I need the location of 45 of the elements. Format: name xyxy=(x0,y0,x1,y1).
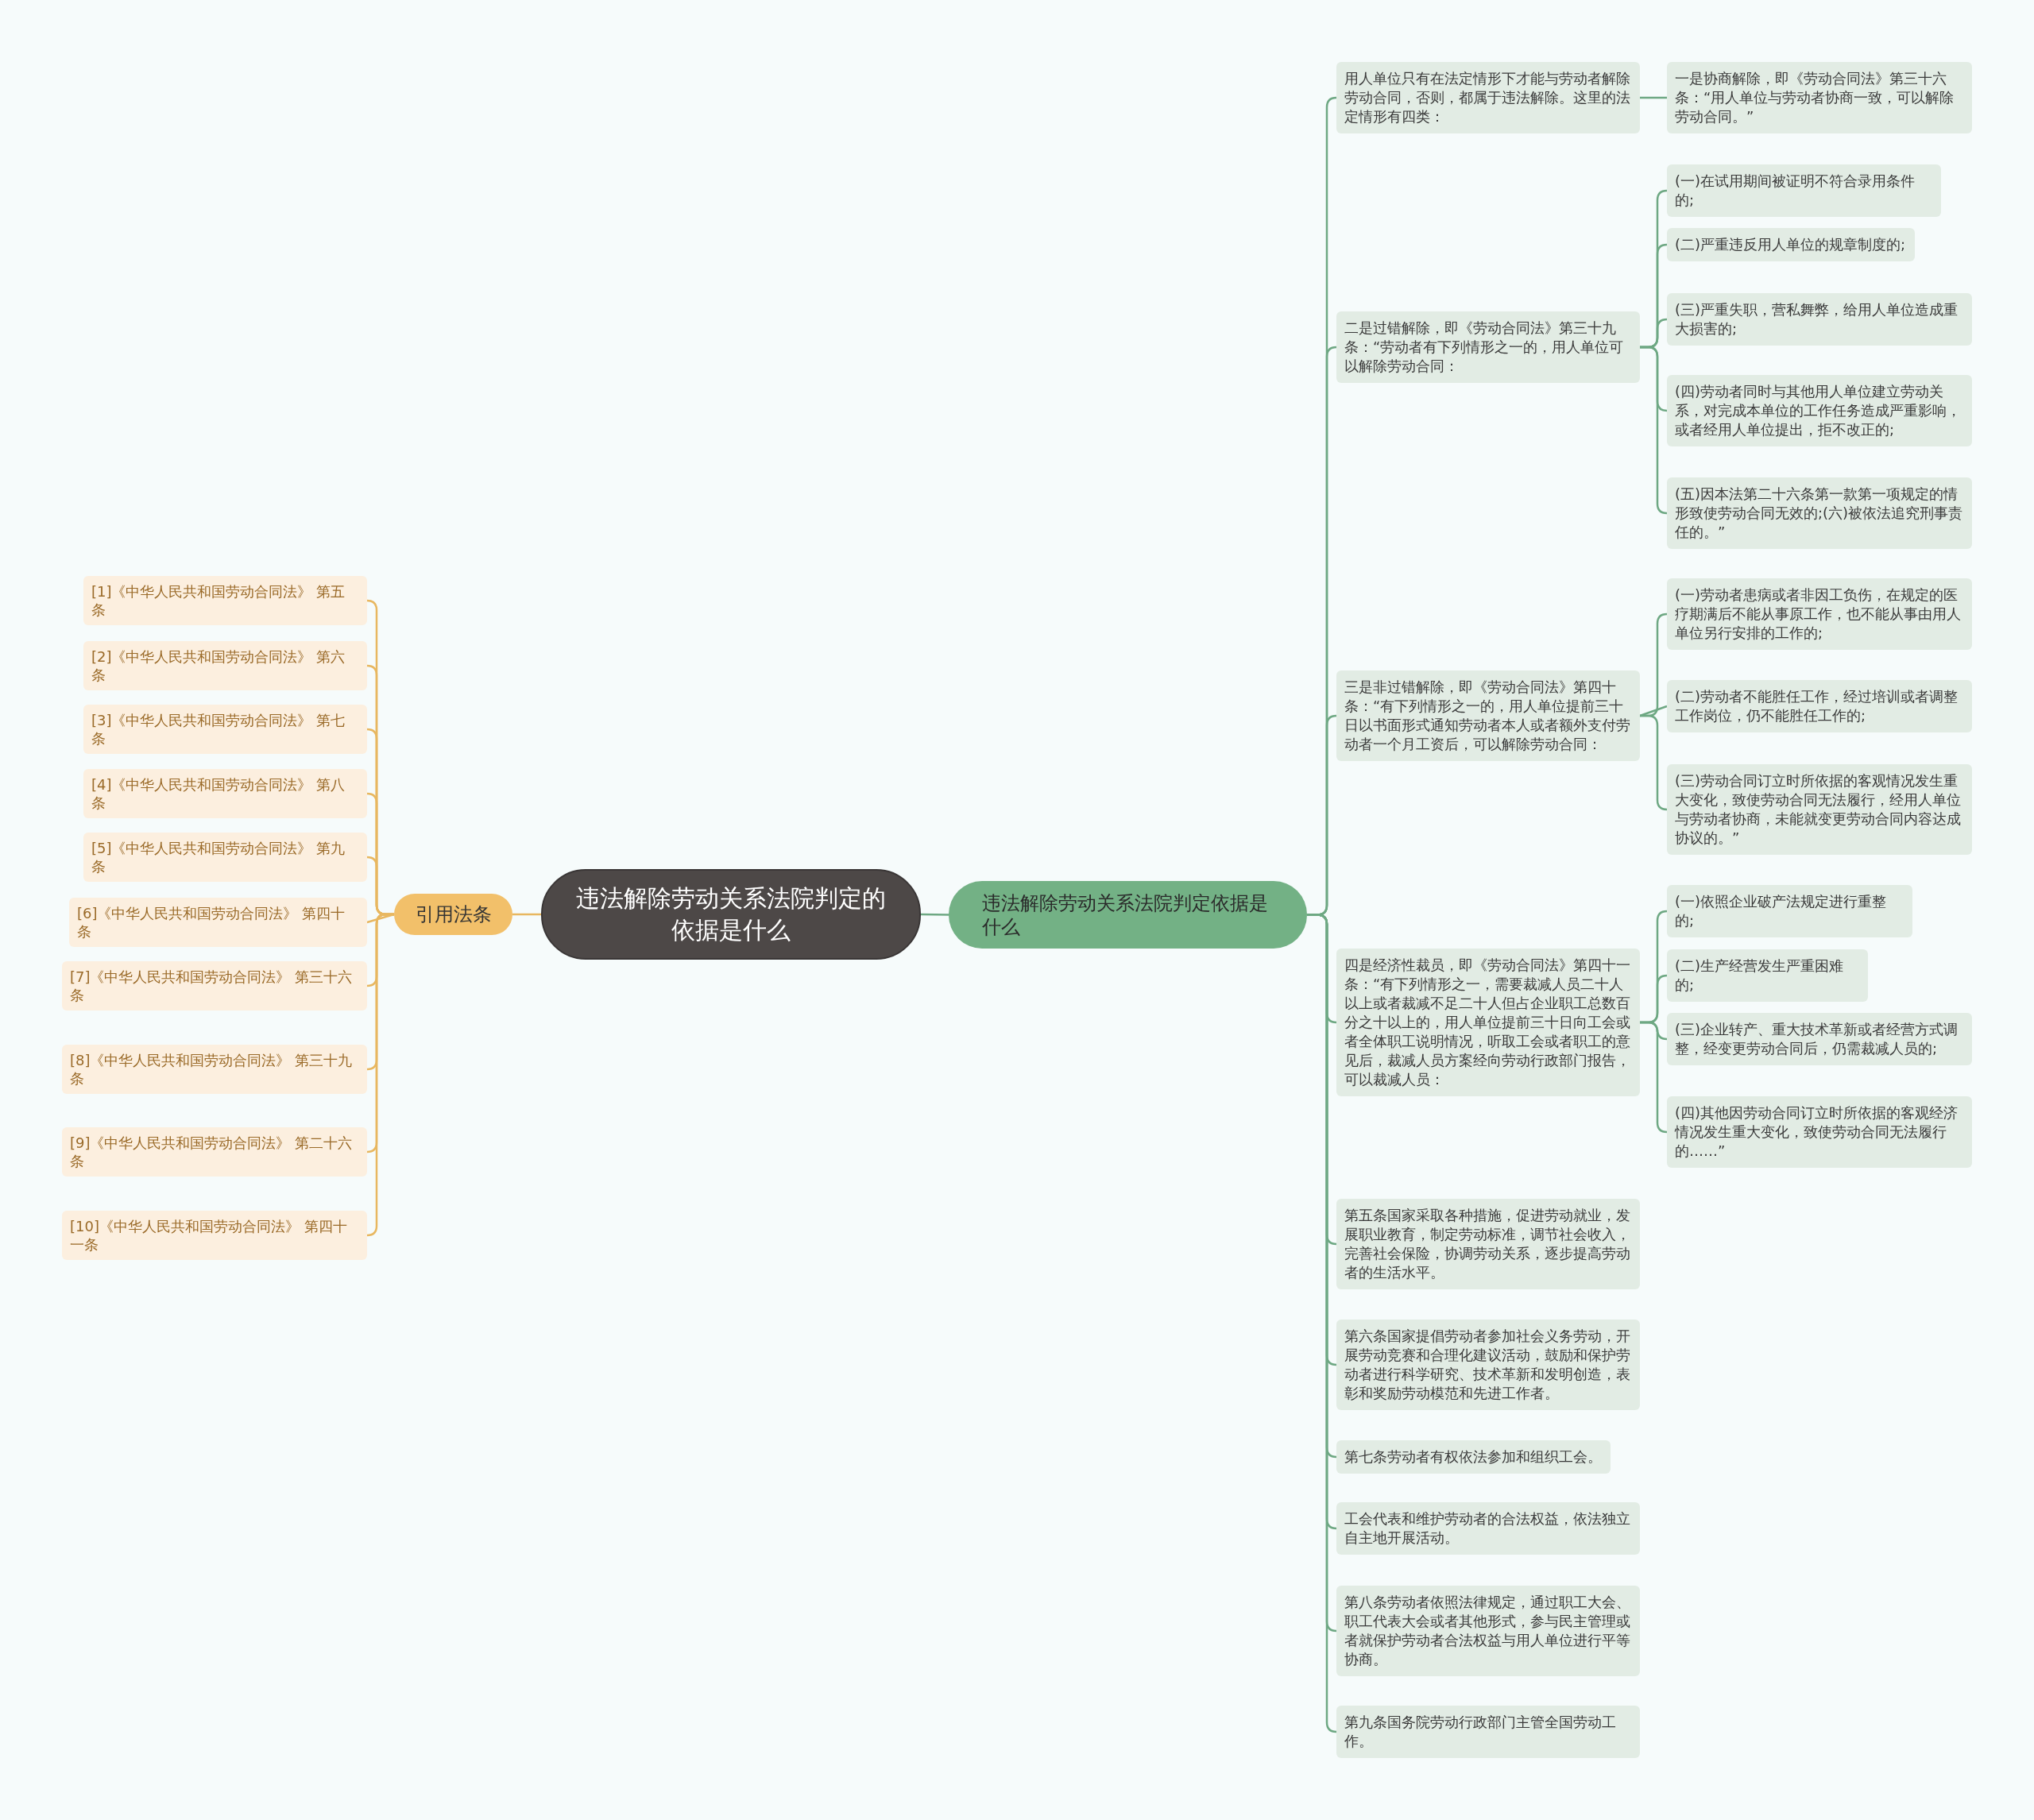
subtopic-node: (五)因本法第二十六条第一款第一项规定的情形致使劳动合同无效的;(六)被依法追究刑事责任的。” xyxy=(1667,477,1972,549)
subtopic-node: (四)劳动者同时与其他用人单位建立劳动关系，对完成本单位的工作任务造成严重影响，或者经用人单位提出，拒不改正的; xyxy=(1667,375,1972,446)
subtopic-node: 第七条劳动者有权依法参加和组织工会。 xyxy=(1336,1440,1611,1474)
subtopic-node: 第八条劳动者依照法律规定，通过职工大会、职工代表大会或者其他形式，参与民主管理或者就保护劳动者合法权益与用人单位进行平等协商。 xyxy=(1336,1586,1640,1676)
connector-line xyxy=(1640,714,1669,811)
subtopic-node: [7]《中华人民共和国劳动合同法》 第三十六条 xyxy=(62,961,367,1010)
subtopic-node: 四是经济性裁员，即《劳动合同法》第四十一条：“有下列情形之一，需要裁减人员二十人以上或者裁减不足二十人但占企业职工总数百分之十以上的，用人单位提前三十日向工会或者全体职工说明情况，听取工会或者职工的意见后，裁减人员方案经向劳动行政部门报告，可以裁减人员： xyxy=(1336,949,1640,1096)
subtopic-node: [3]《中华人民共和国劳动合同法》 第七条 xyxy=(83,705,367,754)
subtopic-node: (二)生产经营发生严重困难的; xyxy=(1667,949,1868,1002)
connector-line xyxy=(1640,346,1669,515)
subtopic-node: 工会代表和维护劳动者的合法权益，依法独立自主地开展活动。 xyxy=(1336,1502,1640,1555)
connector-line xyxy=(1640,1021,1669,1134)
subtopic-node: (三)企业转产、重大技术革新或者经营方式调整，经变更劳动合同后，仍需裁减人员的; xyxy=(1667,1013,1972,1065)
subtopic-node: (三)劳动合同订立时所依据的客观情况发生重大变化，致使劳动合同无法履行，经用人单位与劳动者协商，未能就变更劳动合同内容达成协议的。” xyxy=(1667,764,1972,855)
subtopic-node: 用人单位只有在法定情形下才能与劳动者解除劳动合同，否则，都属于违法解除。这里的法定情形有四类： xyxy=(1336,62,1640,133)
subtopic-node: (二)严重违反用人单位的规章制度的; xyxy=(1667,228,1915,261)
central-topic: 违法解除劳动关系法院判定的依据是什么 xyxy=(541,869,921,960)
subtopic-node: (二)劳动者不能胜任工作，经过培训或者调整工作岗位，仍不能胜任工作的; xyxy=(1667,680,1972,732)
subtopic-node: (一)劳动者患病或者非因工负伤，在规定的医疗期满后不能从事原工作，也不能从事由用人单位另行安排的工作的; xyxy=(1667,578,1972,650)
subtopic-node: 第五条国家采取各种措施，促进劳动就业，发展职业教育，制定劳动标准，调节社会收入，完善社会保险，协调劳动关系，逐步提高劳动者的生活水平。 xyxy=(1336,1199,1640,1289)
subtopic-node: 第九条国务院劳动行政部门主管全国劳动工作。 xyxy=(1336,1706,1640,1758)
subtopic-node: (三)严重失职，营私舞弊，给用人单位造成重大损害的; xyxy=(1667,293,1972,346)
connector-line xyxy=(1640,96,1667,99)
subtopic-node: [8]《中华人民共和国劳动合同法》 第三十九条 xyxy=(62,1045,367,1094)
subtopic-node: [5]《中华人民共和国劳动合同法》 第九条 xyxy=(83,833,367,882)
subtopic-node: (一)在试用期间被证明不符合录用条件的; xyxy=(1667,164,1941,217)
main-topic: 引用法条 xyxy=(394,894,512,935)
connector-line xyxy=(921,913,949,916)
subtopic-node: [1]《中华人民共和国劳动合同法》 第五条 xyxy=(83,576,367,625)
connector-line xyxy=(512,913,541,916)
connector-line xyxy=(366,913,395,924)
subtopic-node: [9]《中华人民共和国劳动合同法》 第二十六条 xyxy=(62,1127,367,1177)
subtopic-node: [4]《中华人民共和国劳动合同法》 第八条 xyxy=(83,769,367,818)
main-topic: 违法解除劳动关系法院判定依据是什么 xyxy=(949,881,1307,949)
subtopic-node: 二是过错解除，即《劳动合同法》第三十九条：“劳动者有下列情形之一的，用人单位可以解除劳动合同： xyxy=(1336,311,1640,383)
subtopic-node: (四)其他因劳动合同订立时所依据的客观经济情况发生重大变化，致使劳动合同无法履行的……” xyxy=(1667,1096,1972,1168)
subtopic-node: [10]《中华人民共和国劳动合同法》 第四十一条 xyxy=(62,1211,367,1260)
connector-line xyxy=(365,913,394,1237)
subtopic-node: 三是非过错解除，即《劳动合同法》第四十条：“有下列情形之一的，用人单位提前三十日以书面形式通知劳动者本人或者额外支付劳动者一个月工资后，可以解除劳动合同： xyxy=(1336,670,1640,761)
subtopic-node: [6]《中华人民共和国劳动合同法》 第四十条 xyxy=(69,898,367,947)
subtopic-node: 第六条国家提倡劳动者参加社会义务劳动，开展劳动竞赛和合理化建议活动，鼓励和保护劳动者进行科学研究、技术革新和发明创造，表彰和奖励劳动模范和先进工作者。 xyxy=(1336,1320,1640,1410)
connector-line xyxy=(1639,705,1668,717)
subtopic-node: (一)依照企业破产法规定进行重整的; xyxy=(1667,885,1912,937)
subtopic-node: [2]《中华人民共和国劳动合同法》 第六条 xyxy=(83,641,367,690)
subtopic-node: 一是协商解除，即《劳动合同法》第三十六条：“用人单位与劳动者协商一致，可以解除劳动合同。” xyxy=(1667,62,1972,133)
